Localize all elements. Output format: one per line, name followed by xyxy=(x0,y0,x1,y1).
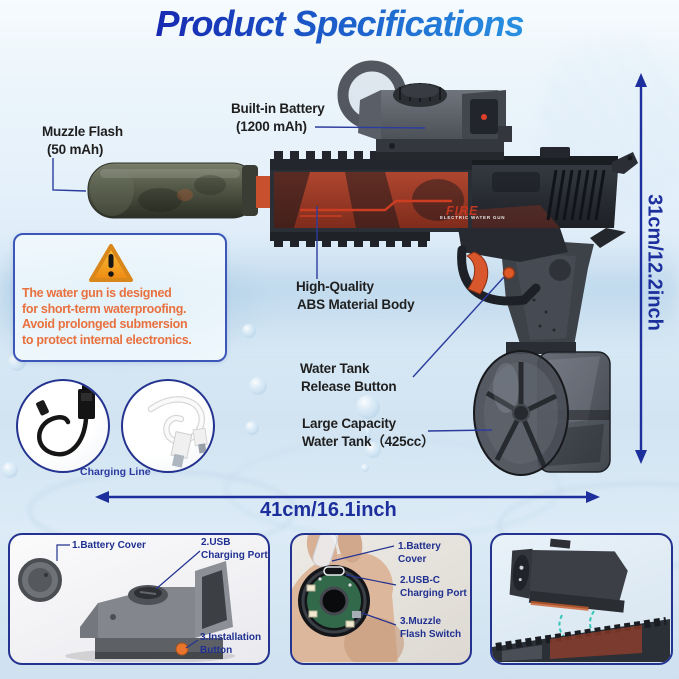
water-tank-drum xyxy=(473,342,611,476)
trigger-assembly xyxy=(457,228,568,306)
gun-barrel-body xyxy=(270,151,472,247)
callout-line: (1200 mAh) xyxy=(236,119,307,134)
warning-line: for short-term waterproofing. xyxy=(22,301,187,316)
callout-water-tank: Large Capacity Water Tank（425cc） xyxy=(302,415,435,451)
sight-install-photo xyxy=(492,538,670,662)
floating-sight xyxy=(509,538,628,613)
page-title: Product Specifications xyxy=(0,3,679,45)
warning-line: to protect internal electronics. xyxy=(22,332,192,347)
warning-triangle-icon xyxy=(89,244,133,282)
gun-grip xyxy=(500,238,594,352)
callout-battery: Built-in Battery (1200 mAh) xyxy=(231,100,325,136)
usb-cable-white-icon xyxy=(147,396,208,468)
callout-line: High-Quality xyxy=(296,279,374,294)
warning-text: The water gun is designed for short-term… xyxy=(22,286,192,348)
usb-cable-black-icon xyxy=(36,383,95,457)
waterproofing-warning-box: The water gun is designed for short-term… xyxy=(13,233,227,362)
callout-line: Water Tank xyxy=(300,361,370,376)
muzzle-panel-label-usbc-port: 2.USB-C Charging Port xyxy=(400,575,467,599)
callout-tank-release: Water Tank Release Button xyxy=(300,360,397,396)
sight-panel-label-usb-port: 2.USB Charging Port xyxy=(201,537,268,561)
warning-line: The water gun is designed xyxy=(22,286,172,300)
suppressor-muzzle xyxy=(87,162,272,219)
white-charging-cable-photo xyxy=(121,379,215,473)
length-dimension-label: 41cm/16.1inch xyxy=(260,499,397,521)
red-dot-sight xyxy=(337,60,512,160)
muzzle-panel-label-flash-switch: 3.Muzzle Flash Switch xyxy=(400,616,462,640)
slide-marking-brand: FIRE xyxy=(446,204,478,218)
callout-abs-body: High-Quality ABS Material Body xyxy=(296,278,415,314)
muzzle-panel-label-battery-cover: 1.Battery Cover xyxy=(398,541,441,565)
sight-install-detail-panel xyxy=(490,533,673,665)
trigger xyxy=(466,251,489,295)
gun-slide-rear: ELECTRIC WATER GUN FIRE xyxy=(440,147,638,248)
sight-photo xyxy=(18,544,235,662)
callout-line: Large Capacity xyxy=(302,416,396,431)
callout-line: Release Button xyxy=(301,379,397,394)
tank-release-button xyxy=(502,266,516,280)
callout-line: Water Tank（425cc） xyxy=(302,434,435,449)
water-droplets xyxy=(2,324,381,478)
black-charging-cable-photo xyxy=(16,379,110,473)
sight-panel-label-install-button: 3.Installation Button xyxy=(200,632,262,656)
height-dimension-label: 31cm/12.2inch xyxy=(643,194,666,331)
dimension-arrows xyxy=(95,73,647,503)
water-ripple xyxy=(292,460,496,519)
sight-detail-panel: 1.Battery Cover 2.USB Charging Port 3.In… xyxy=(8,533,270,665)
callout-line: (50 mAh) xyxy=(47,142,104,157)
muzzle-module-photo xyxy=(292,535,404,662)
callout-line: ABS Material Body xyxy=(297,297,415,312)
warning-line: Avoid prolonged submersion xyxy=(22,317,188,331)
callout-line: Muzzle Flash xyxy=(42,124,123,139)
callout-muzzle-flash: Muzzle Flash (50 mAh) xyxy=(42,123,123,159)
slide-marking-sub: ELECTRIC WATER GUN xyxy=(440,215,505,220)
callout-line: Built-in Battery xyxy=(231,101,325,116)
muzzle-flash-detail-panel: 1.Battery Cover 2.USB-C Charging Port 3.… xyxy=(290,533,472,665)
charging-line-caption: Charging Line xyxy=(80,466,151,478)
sight-panel-label-battery-cover: 1.Battery Cover xyxy=(72,540,146,551)
callout-lines xyxy=(52,126,505,432)
